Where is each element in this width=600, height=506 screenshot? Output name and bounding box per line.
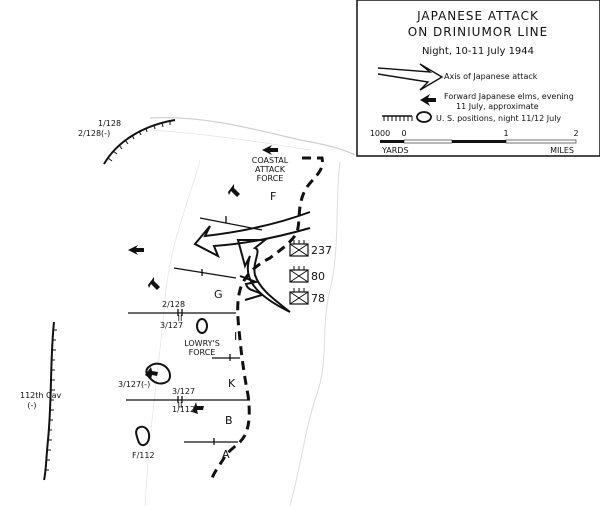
scale-zero: 0 [401, 129, 406, 138]
unit-78-symbol [289, 288, 309, 305]
us-position-oval-symbol [416, 111, 432, 123]
label-3-127-minus: 3/127(-) [118, 380, 150, 389]
attack-axis-south [236, 239, 291, 313]
label-lowrys-1: LOWRY'S [184, 339, 220, 348]
scale-bar: 1000 0 1 2 YARDS MILES [370, 129, 579, 155]
scale-mile-two: 2 [573, 129, 578, 138]
us-position-arc-128-ticks [107, 121, 171, 162]
label-cav-1: 112th Cav [20, 391, 62, 400]
position-3-127-minus [145, 362, 172, 385]
label-2-128-minus: 2/128(-) [78, 129, 110, 138]
label-sector-k: K [228, 377, 236, 390]
forward-arrows [128, 145, 278, 414]
label-80: 80 [311, 270, 325, 283]
legend-item-forward-2: 11 July, approximate [456, 102, 539, 111]
label-coastal-2: ATTACK [255, 165, 286, 174]
label-237: 237 [311, 244, 332, 257]
axis-arrow-symbol [377, 63, 444, 91]
legend-title-line2: ON DRINIUMOR LINE [408, 25, 548, 39]
river-trace [289, 161, 341, 506]
us-position-arc-128 [103, 119, 176, 165]
us-position-ticks-symbol [383, 116, 413, 121]
label-boundary-ii-1: II [178, 314, 183, 323]
boundary-lines [126, 216, 263, 445]
label-1-128: 1/128 [98, 119, 121, 128]
legend-item-forward-1: Forward Japanese elms, evening [444, 92, 574, 101]
us-position-line-cav [43, 321, 55, 481]
forward-arrow-symbol [420, 94, 436, 106]
label-boundary-ii-2: II [178, 401, 183, 410]
position-f-112 [135, 425, 151, 446]
scale-mile-one: 1 [503, 129, 508, 138]
scale-miles-label: MILES [550, 146, 574, 155]
river-trace-2 [144, 159, 201, 506]
legend-box: JAPANESE ATTACK ON DRINIUMOR LINE Night,… [356, 0, 600, 157]
scale-yards-left: 1000 [370, 129, 390, 138]
legend-item-axis: Axis of Japanese attack [444, 72, 538, 81]
label-cav-2: (-) [27, 401, 36, 410]
legend-item-us-positions: U. S. positions, night 11/12 July [436, 114, 561, 123]
coastline [149, 116, 356, 156]
label-1-112: 1/112 [172, 405, 195, 414]
scale-yards-label: YARDS [381, 146, 409, 155]
label-78: 78 [311, 292, 325, 305]
front-line-dashed [210, 156, 324, 481]
attack-axis-center [239, 275, 264, 301]
label-f-112: F/112 [132, 451, 155, 460]
legend-subtitle: Night, 10-11 July 1944 [422, 46, 534, 57]
legend-title-line1: JAPANESE ATTACK [416, 9, 539, 23]
label-sector-g: G [214, 288, 223, 301]
label-sector-a: A [222, 448, 230, 461]
label-lowrys-2: FORCE [189, 348, 216, 357]
label-coastal-1: COASTAL [252, 156, 289, 165]
unit-237-symbol [289, 240, 309, 257]
lowrys-force-position [196, 318, 208, 334]
attack-axis-main [193, 211, 311, 259]
label-boundary-2-128: 2/128 [162, 300, 185, 309]
unit-80-symbol [289, 266, 309, 283]
label-sector-b: B [225, 414, 233, 427]
us-position-line-cav-ticks [45, 329, 57, 471]
label-3-127-b: 3/127 [172, 387, 195, 396]
label-sector-i: I [234, 330, 237, 343]
coastline-shore [149, 129, 311, 151]
label-sector-f: F [270, 190, 276, 203]
label-3-127: 3/127 [160, 321, 183, 330]
label-coastal-3: FORCE [257, 174, 284, 183]
